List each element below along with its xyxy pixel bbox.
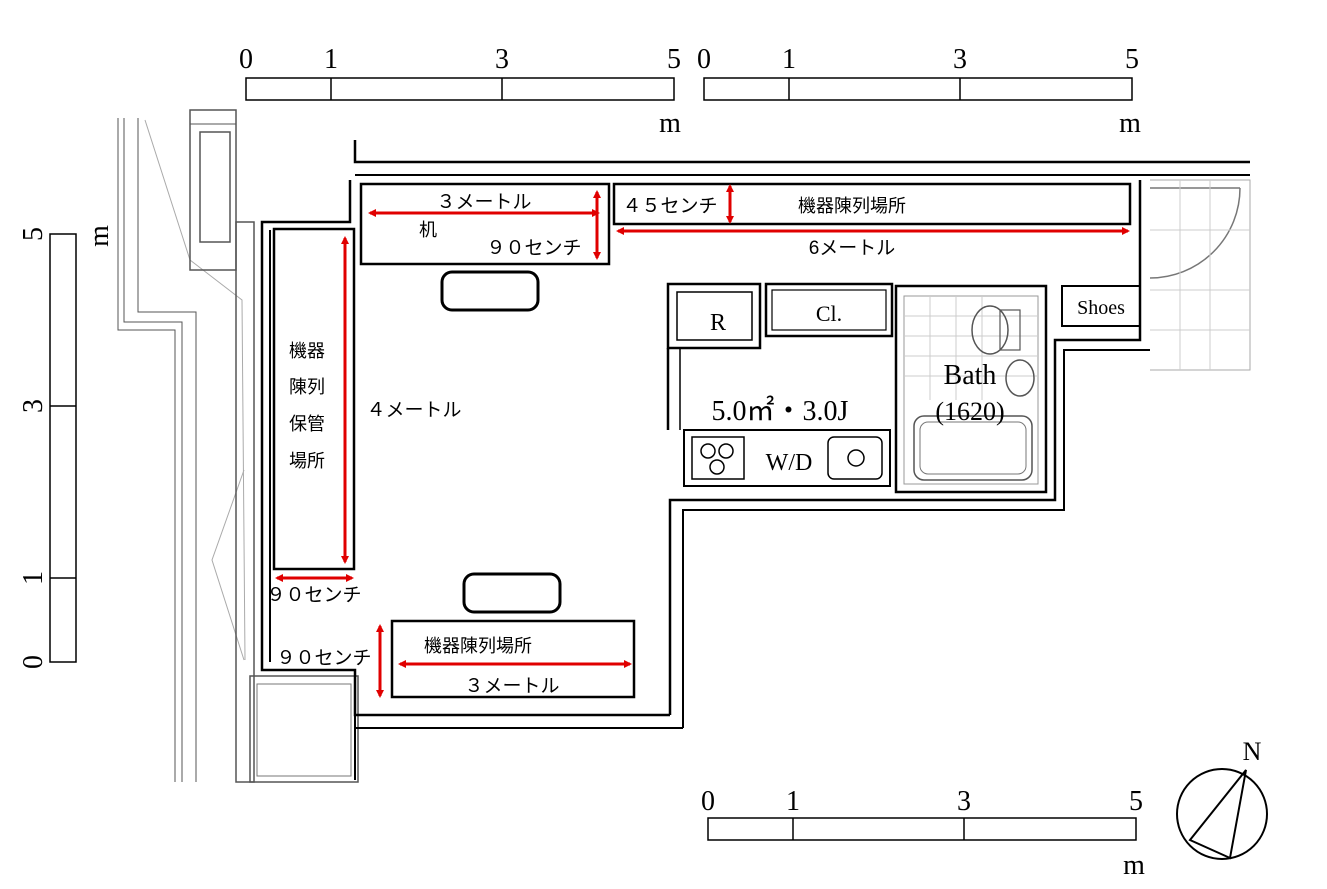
scale-bar-frame bbox=[703, 77, 1133, 101]
scale-tick-label: 5 bbox=[18, 227, 49, 241]
outdoor-unit bbox=[249, 675, 359, 783]
scale-tick-label: 1 bbox=[782, 44, 796, 75]
sink bbox=[827, 436, 883, 480]
scale-tick-label: 0 bbox=[18, 655, 49, 669]
scale-tick-label: 5 bbox=[667, 44, 681, 75]
scale-bar-frame bbox=[707, 817, 1137, 841]
bath-label: Bath bbox=[944, 360, 997, 391]
scale-tick-label: 3 bbox=[953, 44, 967, 75]
scale-bar-top-right: 0 1 3 5 m bbox=[697, 44, 1141, 139]
desk-depth-label: ９０センチ bbox=[486, 238, 581, 259]
scale-tick-label: 5 bbox=[1125, 44, 1139, 75]
scale-tick-label: 0 bbox=[239, 44, 253, 75]
scale-bar-left: 0 1 3 5 m bbox=[18, 225, 115, 669]
bathtub bbox=[913, 415, 1033, 481]
display-top-depth-label: ４５センチ bbox=[622, 196, 717, 217]
storage-label-line: 保管 bbox=[289, 414, 325, 434]
desk-width-label: ３メートル bbox=[436, 192, 531, 213]
display-area-bottom bbox=[390, 619, 636, 699]
storage-length-label: ４メートル bbox=[366, 400, 461, 421]
scale-unit-label: m bbox=[1119, 108, 1141, 139]
walls bbox=[260, 140, 1251, 780]
scale-bar-bottom: 0 1 3 5 m bbox=[701, 786, 1145, 881]
display-top-label: 機器陳列場所 bbox=[798, 196, 906, 216]
scale-tick-label: 0 bbox=[701, 786, 715, 817]
scale-tick-label: 1 bbox=[324, 44, 338, 75]
scale-tick-label: 3 bbox=[495, 44, 509, 75]
room-area-label: 5.0㎡・3.0J bbox=[712, 395, 849, 427]
toilet bbox=[971, 305, 1009, 355]
balcony bbox=[117, 109, 359, 783]
display-bottom-length-label: ３メートル bbox=[464, 676, 559, 697]
scale-unit-label: m bbox=[1123, 850, 1145, 881]
display-bottom-label: 機器陳列場所 bbox=[424, 636, 532, 656]
desk-label: 机 bbox=[419, 220, 437, 240]
shoes-label: Shoes bbox=[1077, 297, 1125, 319]
storage-label-line: 陳列 bbox=[289, 377, 325, 397]
display-area-top bbox=[612, 182, 1132, 226]
scale-unit-label: m bbox=[84, 225, 115, 247]
closet-label: Cl. bbox=[816, 301, 842, 326]
storage-width-label: ９０センチ bbox=[266, 585, 361, 606]
washbasin bbox=[1005, 359, 1035, 397]
scale-tick-label: 3 bbox=[18, 399, 49, 413]
scale-unit-label: m bbox=[659, 108, 681, 139]
scale-bar-top-left: 0 1 3 5 m bbox=[239, 44, 681, 139]
scale-tick-label: 1 bbox=[18, 571, 49, 585]
entrance-door-swing bbox=[1149, 187, 1241, 279]
scale-tick-label: 3 bbox=[957, 786, 971, 817]
washer-label: W/D bbox=[766, 450, 813, 476]
compass-circle bbox=[1176, 768, 1268, 860]
storage-label-line: 機器 bbox=[289, 341, 325, 361]
storage-label-line: 場所 bbox=[289, 451, 325, 471]
chair bbox=[462, 572, 562, 614]
bath-size-label: (1620) bbox=[935, 397, 1004, 426]
north-arrow-icon bbox=[1188, 769, 1247, 860]
stove bbox=[691, 436, 745, 480]
refrigerator-label: R bbox=[710, 310, 726, 336]
window-frame bbox=[235, 221, 255, 783]
scale-bar-frame bbox=[49, 233, 77, 663]
scale-tick-label: 0 bbox=[697, 44, 711, 75]
desk-area bbox=[359, 182, 611, 266]
compass: N bbox=[1176, 737, 1268, 860]
display-bottom-depth-label: ９０センチ bbox=[276, 648, 371, 669]
scale-tick-label: 1 bbox=[786, 786, 800, 817]
scale-bar-frame bbox=[245, 77, 675, 101]
scale-tick-label: 5 bbox=[1129, 786, 1143, 817]
compass-north-label: N bbox=[1243, 737, 1262, 766]
display-top-length-label: 6メートル bbox=[809, 238, 896, 259]
chair bbox=[440, 270, 540, 312]
storage-area bbox=[272, 227, 356, 571]
